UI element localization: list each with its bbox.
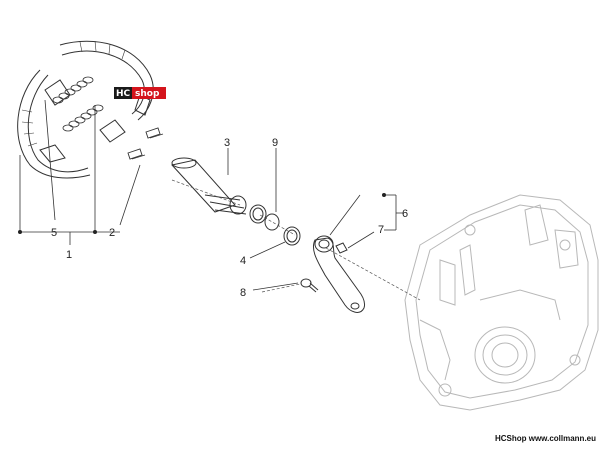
brake-shoes-assembly	[17, 40, 154, 179]
hcshop-logo: HC shop	[114, 87, 166, 99]
lower-spring	[62, 104, 104, 132]
callout-9: 9	[272, 137, 278, 149]
callout-4: 4	[240, 255, 246, 267]
callout-2: 2	[109, 227, 115, 239]
o-ring	[283, 226, 301, 246]
callout-3: 3	[224, 137, 230, 149]
logo-hc-text: HC	[116, 89, 131, 99]
retaining-clips	[127, 127, 164, 160]
washer-4	[264, 213, 280, 231]
brake-springs	[52, 76, 104, 132]
callout-6: 6	[402, 208, 408, 220]
washers	[249, 204, 301, 246]
leader-lines	[19, 99, 404, 291]
brake-lever	[312, 235, 365, 313]
callout-7: 7	[378, 224, 384, 236]
engine-housing	[404, 194, 599, 411]
footer-watermark: HCShop www.collmann.eu	[495, 434, 596, 443]
callout-8: 8	[240, 287, 246, 299]
callout-1: 1	[66, 249, 72, 261]
leader-dots	[18, 193, 386, 234]
brake-cam-shaft	[171, 157, 247, 215]
logo-shop-text: shop	[135, 89, 160, 99]
assembly-lines	[171, 179, 421, 301]
bolt-8	[300, 278, 319, 293]
callout-5: 5	[51, 227, 57, 239]
upper-spring	[52, 76, 94, 104]
washer-9	[249, 204, 267, 224]
